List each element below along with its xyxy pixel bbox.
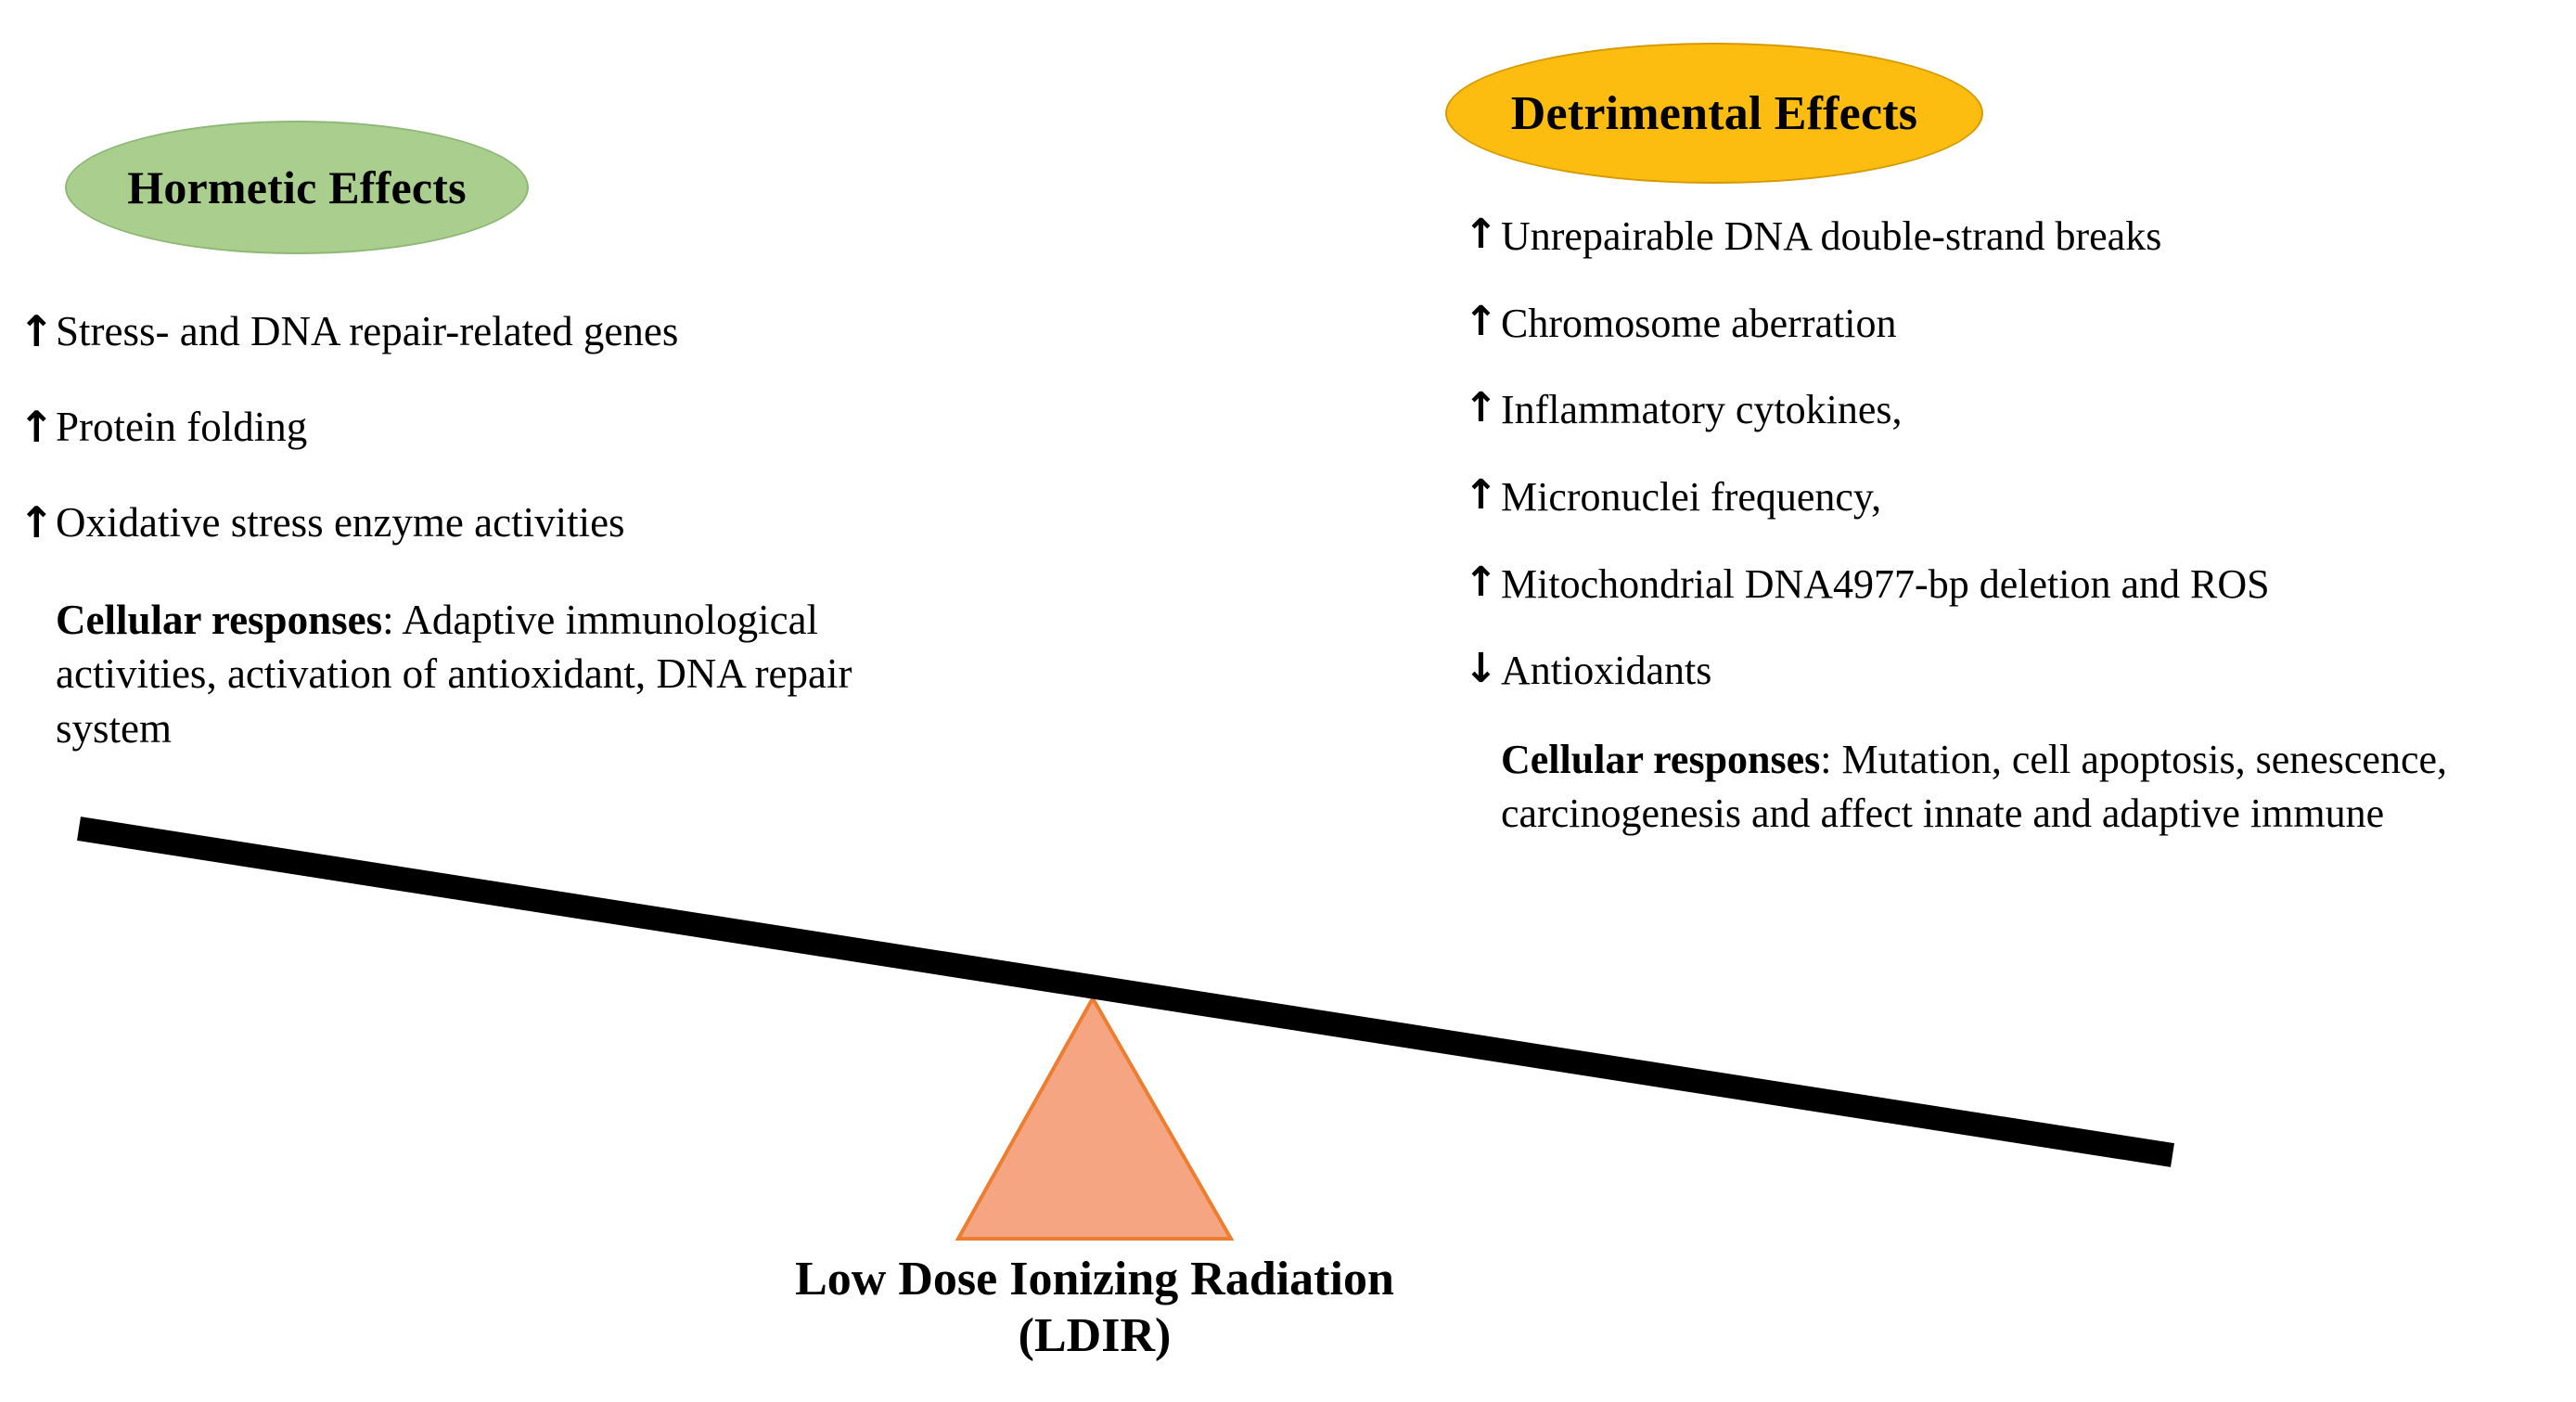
list-item-label: Inflammatory cytokines, [1501,387,1903,433]
list-item: ↑ Unrepairable DNA double-strand breaks [1464,212,2568,262]
list-item-label: Protein folding [56,403,308,450]
hormetic-cellular-responses: Cellular responses: Adaptive immunologic… [19,593,891,756]
fulcrum-triangle [955,994,1235,1241]
list-item-label: Oxidative stress enzyme activities [56,498,625,546]
list-item: ↑ Micronuclei frequency, [1464,472,2568,522]
cellular-responses-body: : Adaptive immunological activities, act… [56,596,852,752]
cellular-responses-lead: Cellular responses [1501,737,1821,783]
hormetic-effects-label: Hormetic Effects [127,161,467,213]
list-item: ↑ Mitochondrial DNA4977-bp deletion and … [1464,560,2568,610]
cellular-responses-lead: Cellular responses [56,596,383,643]
list-item-label: Micronuclei frequency, [1501,474,1882,521]
up-arrow-icon: ↑ [19,401,55,452]
up-arrow-icon: ↑ [1464,558,1498,606]
up-arrow-icon: ↑ [1464,211,1498,258]
up-arrow-icon: ↑ [1464,471,1498,520]
list-item: ↑ Oxidative stress enzyme activities [19,497,1243,548]
hormetic-effects-list: ↑ Stress- and DNA repair-related genes ↑… [19,306,1243,755]
fulcrum-caption-line-2: (LDIR) [1018,1309,1172,1363]
list-item-label: Mitochondrial DNA4977-bp deletion and RO… [1501,560,2270,607]
detrimental-effects-list: ↑ Unrepairable DNA double-strand breaks … [1464,212,2568,841]
up-arrow-icon: ↑ [1464,384,1498,432]
detrimental-cellular-responses: Cellular responses: Mutation, cell apopt… [1464,733,2568,841]
hormetic-effects-header: Hormetic Effects [65,121,529,254]
list-item: ↑ Chromosome aberration [1464,299,2568,349]
cellular-responses-body: : Mutation, cell apoptosis, senescence, … [1501,737,2448,837]
list-item-label: Chromosome aberration [1501,300,1897,346]
down-arrow-icon: ↓ [1464,645,1498,693]
up-arrow-icon: ↑ [19,306,55,356]
fulcrum-caption-line-1: Low Dose Ionizing Radiation [795,1253,1394,1306]
up-arrow-icon: ↑ [1464,297,1498,345]
list-item-label: Antioxidants [1501,648,1712,694]
list-item-label: Unrepairable DNA double-strand breaks [1501,213,2162,259]
detrimental-effects-header: Detrimental Effects [1445,43,1983,184]
fulcrum-caption: Low Dose Ionizing Radiation (LDIR) [649,1251,1540,1365]
list-item: ↓ Antioxidants [1464,646,2568,696]
list-item: ↑ Inflammatory cytokines, [1464,385,2568,435]
up-arrow-icon: ↑ [19,496,55,547]
list-item: ↑ Stress- and DNA repair-related genes [19,306,1243,357]
list-item: ↑ Protein folding [19,402,1243,453]
balance-beam [76,817,2175,1167]
detrimental-effects-label: Detrimental Effects [1510,86,1918,140]
list-item-label: Stress- and DNA repair-related genes [56,308,679,354]
